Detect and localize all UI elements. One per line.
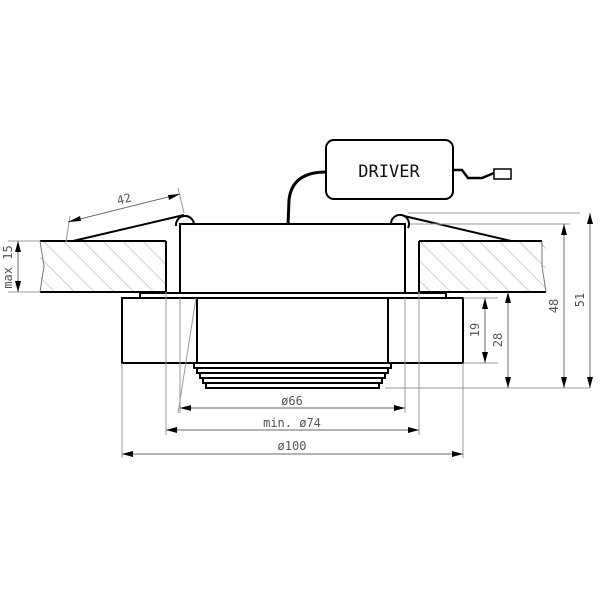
driver-cable xyxy=(286,170,327,226)
dim-below-ceiling: 28 xyxy=(491,333,505,347)
ceiling-right xyxy=(418,240,547,293)
output-cable xyxy=(453,168,495,180)
dim-total-height: 51 xyxy=(573,293,587,307)
dim-height-48: 48 xyxy=(547,299,561,313)
dim-inner-diameter: ø66 xyxy=(281,394,303,408)
housing-upper xyxy=(179,223,406,294)
bezel xyxy=(121,297,464,364)
connector xyxy=(493,168,512,180)
dim-clip-length: 42 xyxy=(115,191,132,208)
spring-clip-left xyxy=(72,214,185,242)
spring-clip-right xyxy=(403,215,512,242)
dim-ceiling-thickness: max 15 xyxy=(1,245,15,288)
dim-outer-diameter: ø100 xyxy=(278,439,307,453)
driver-label: DRIVER xyxy=(358,162,420,182)
stepped-lens xyxy=(193,362,392,389)
ceiling-left xyxy=(39,240,167,293)
dim-bezel-height: 19 xyxy=(468,323,482,337)
spring-clip-pivot-right xyxy=(389,213,410,229)
dim-cutout-diameter: min. ø74 xyxy=(263,416,321,430)
